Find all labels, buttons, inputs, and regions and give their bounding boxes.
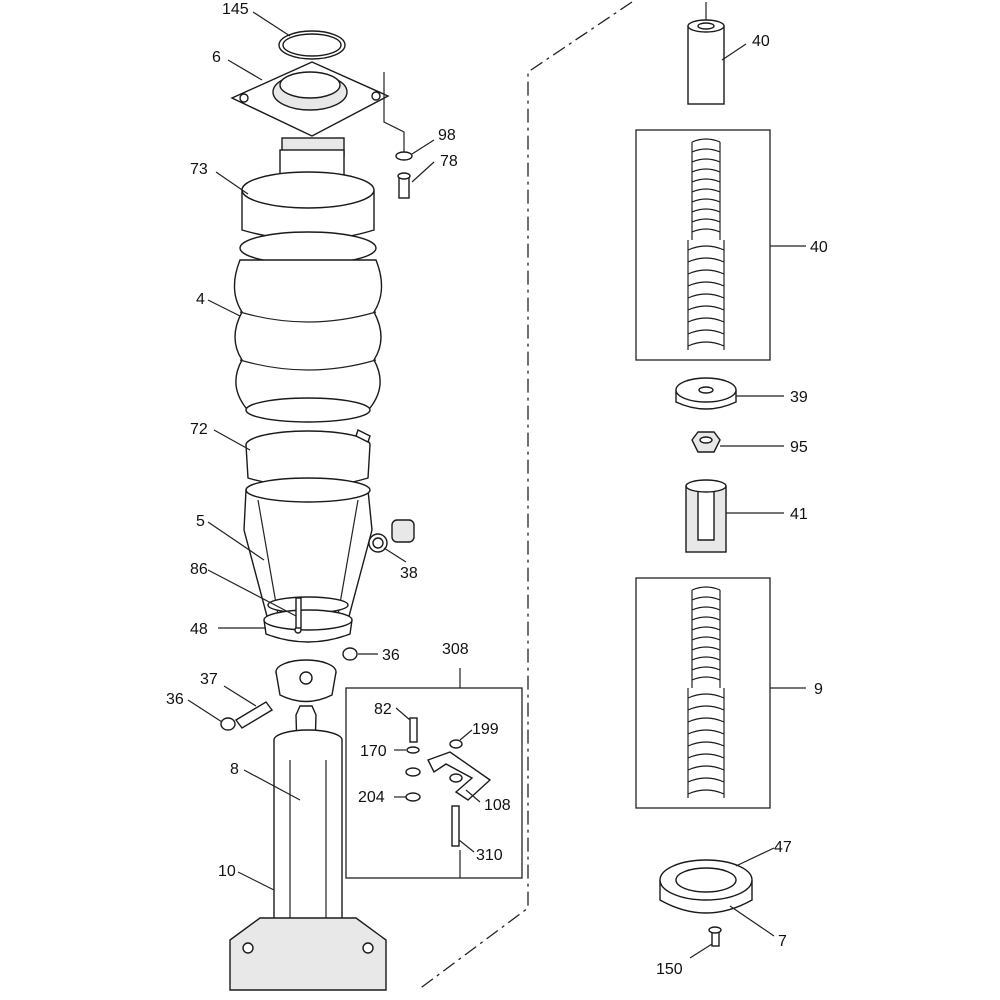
callout-78: 78 — [440, 153, 458, 170]
callout-4: 4 — [196, 291, 205, 308]
callout-72: 72 — [190, 421, 208, 438]
callout-47: 47 — [774, 839, 792, 856]
part-82-bolt — [409, 717, 418, 743]
callout-145: 145 — [222, 1, 249, 18]
kit-parts — [405, 717, 492, 847]
callout-37: 37 — [200, 671, 218, 688]
part-310-bolt — [451, 805, 460, 847]
callout-73: 73 — [190, 161, 208, 178]
callout-86: 86 — [190, 561, 208, 578]
part-5-lower-housing — [243, 477, 373, 621]
callout-310: 310 — [476, 847, 503, 864]
callout-82: 82 — [374, 701, 392, 718]
part-86-bolt — [295, 597, 302, 629]
callout-48: 48 — [190, 621, 208, 638]
callout-36-left: 36 — [166, 691, 184, 708]
part-39-disc — [675, 377, 737, 410]
callout-98: 98 — [438, 127, 456, 144]
part-9-spring — [687, 586, 725, 798]
callout-39: 39 — [790, 389, 808, 406]
part-108-bracket — [427, 751, 492, 801]
part-4-bellows — [233, 231, 383, 423]
part-95-nut — [691, 431, 721, 453]
part-38-plug — [368, 519, 415, 553]
callout-95: 95 — [790, 439, 808, 456]
part-73-clamp-band — [241, 171, 375, 241]
callout-108: 108 — [484, 797, 511, 814]
callout-38: 38 — [400, 565, 418, 582]
callout-7: 7 — [778, 933, 787, 950]
part-78-bolt — [397, 172, 411, 199]
part-41-damper — [685, 479, 727, 553]
callout-308: 308 — [442, 641, 469, 658]
callout-199: 199 — [472, 721, 499, 738]
callout-8: 8 — [230, 761, 239, 778]
callout-10: 10 — [218, 863, 236, 880]
callout-5: 5 — [196, 513, 205, 530]
part-170-washer — [406, 746, 420, 754]
part-48-base-plate — [263, 609, 353, 643]
part-36-bushing-left — [220, 717, 236, 731]
callout-204: 204 — [358, 789, 385, 806]
callout-labels: 145 6 98 78 73 4 72 5 38 86 48 36 308 37… — [166, 1, 828, 978]
part-10-guide-tube — [229, 729, 387, 991]
callout-40-spring: 40 — [810, 239, 828, 256]
part-47-ring — [659, 859, 753, 914]
part-72-clamp-band — [245, 429, 371, 488]
part-9-spring-box — [635, 577, 771, 809]
callout-41: 41 — [790, 506, 808, 523]
leader-lines — [187, 11, 806, 959]
part-204-washer — [405, 792, 421, 802]
part-150-bolt — [708, 926, 722, 947]
callout-36-right: 36 — [382, 647, 400, 664]
callout-40-tube: 40 — [752, 33, 770, 50]
divider-line — [417, 1, 633, 991]
part-199-nut — [449, 739, 463, 749]
part-37-pin — [234, 701, 274, 729]
callout-150: 150 — [656, 961, 683, 978]
part-40-spring — [687, 138, 725, 350]
part-36-bushing-right — [342, 647, 358, 661]
callout-9: 9 — [814, 681, 823, 698]
callout-170: 170 — [360, 743, 387, 760]
callout-6: 6 — [212, 49, 221, 66]
part-98-washer — [395, 151, 413, 161]
part-40-tube — [687, 2, 725, 105]
kit-308-box — [345, 687, 523, 879]
part-40-spring-box — [635, 129, 771, 361]
